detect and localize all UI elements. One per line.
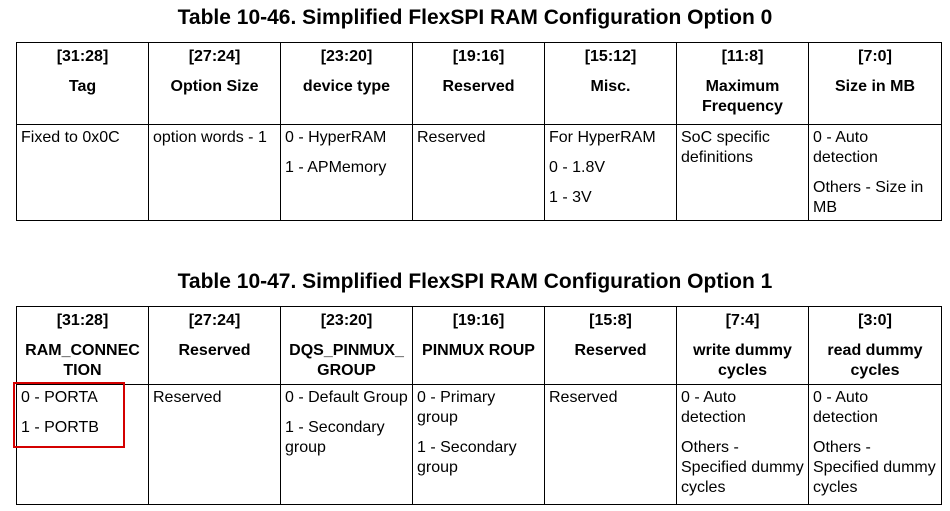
flexspi-ram-option0-table: [31:28] Tag [27:24] Option Size [23:20] dev… [16, 42, 942, 221]
bit-range: [11:8] [721, 48, 764, 65]
header-cell: [19:16] PINMUX ROUP [412, 306, 545, 385]
cell-text: 1 - 3V [549, 189, 592, 206]
cell-text: SoC specific definitions [681, 129, 770, 166]
bit-range: [31:28] [56, 48, 109, 65]
field-name: Tag [68, 78, 97, 95]
field-name: Reserved [442, 78, 515, 95]
cell-text: Fixed to 0x0C [21, 129, 120, 146]
table-cell: Reserved [412, 124, 545, 221]
bit-range: [27:24] [188, 48, 241, 65]
table-cell: 0 - PORTA 1 - PORTB [16, 384, 149, 505]
cell-text: 0 - Auto detection [681, 389, 746, 426]
table-cell: Reserved [148, 384, 281, 505]
table-cell: 0 - HyperRAM 1 - APMemory [280, 124, 413, 221]
table-10-47-title: Table 10-47. Simplified FlexSPI RAM Conf… [177, 270, 773, 293]
bit-range: [27:24] [188, 312, 241, 329]
field-name: device type [302, 78, 391, 95]
header-cell: [27:24] Option Size [148, 42, 281, 125]
cell-text: 1 - APMemory [285, 159, 387, 176]
table-cell: 0 - Primary group 1 - Secondary group [412, 384, 545, 505]
header-cell: [7:4] write dummy cycles [676, 306, 809, 385]
cell-text: 0 - Default Group [285, 389, 408, 406]
cell-text: option words - 1 [153, 129, 267, 146]
field-name: Reserved [574, 342, 647, 359]
header-cell: [27:24] Reserved [148, 306, 281, 385]
field-name: read dummy cycles [827, 342, 923, 379]
header-cell: [19:16] Reserved [412, 42, 545, 125]
field-name: Size in MB [834, 78, 915, 95]
table-cell: For HyperRAM 0 - 1.8V 1 - 3V [544, 124, 677, 221]
cell-text: Others - Size in MB [813, 179, 924, 216]
cell-text: Reserved [417, 129, 486, 146]
bit-range: [19:16] [452, 48, 505, 65]
cell-text: For HyperRAM [549, 129, 656, 146]
cell-text: Others - Specified dummy cycles [681, 439, 804, 496]
header-cell: [7:0] Size in MB [808, 42, 942, 125]
table-row: 0 - PORTA 1 - PORTB Reserved 0 - Default … [16, 384, 942, 505]
field-name: DQS_PINMUX_ GROUP [289, 342, 404, 379]
header-cell: [23:20] DQS_PINMUX_ GROUP [280, 306, 413, 385]
cell-text: 0 - Primary group [417, 389, 496, 426]
bit-range: [23:20] [320, 312, 373, 329]
ram-connection-highlight-box [13, 382, 125, 448]
field-name: Option Size [170, 78, 259, 95]
bit-range: [31:28] [56, 312, 109, 329]
bit-range: [7:0] [858, 48, 892, 65]
header-cell: [15:8] Reserved [544, 306, 677, 385]
header-cell: [15:12] Misc. [544, 42, 677, 125]
header-cell: [31:28] RAM_CONNEC TION [16, 306, 149, 385]
cell-text: 1 - Secondary group [285, 419, 385, 456]
table-cell: Reserved [544, 384, 677, 505]
bit-range: [19:16] [452, 312, 505, 329]
bit-range: [15:12] [584, 48, 637, 65]
field-name: RAM_CONNEC TION [25, 342, 140, 379]
field-name: Reserved [178, 342, 251, 359]
header-cell: [23:20] device type [280, 42, 413, 125]
field-name: Maximum Frequency [702, 78, 783, 115]
cell-text: 0 - HyperRAM [285, 129, 387, 146]
bit-range: [23:20] [320, 48, 373, 65]
cell-text: 1 - PORTB [21, 419, 99, 436]
cell-text: 0 - Auto detection [813, 129, 878, 166]
table-10-46-title: Table 10-46. Simplified FlexSPI RAM Conf… [177, 6, 773, 29]
header-cell: [11:8] Maximum Frequency [676, 42, 809, 125]
table-row: Fixed to 0x0C option words - 1 0 - Hyper… [16, 124, 942, 221]
table-header-row: [31:28] RAM_CONNEC TION [27:24] Reserved [… [16, 306, 942, 385]
flexspi-ram-option1-table: [31:28] RAM_CONNEC TION [27:24] Reserved [… [16, 306, 942, 505]
table-cell: Fixed to 0x0C [16, 124, 149, 221]
cell-text: Reserved [549, 389, 618, 406]
bit-range: [3:0] [858, 312, 892, 329]
cell-text: 0 - 1.8V [549, 159, 606, 176]
table-header-row: [31:28] Tag [27:24] Option Size [23:20] dev… [16, 42, 942, 125]
cell-text: Others - Specified dummy cycles [813, 439, 936, 496]
cell-text: 1 - Secondary group [417, 439, 517, 476]
table-cell: 0 - Default Group 1 - Secondary group [280, 384, 413, 505]
field-name: PINMUX ROUP [422, 342, 535, 359]
cell-text: 0 - PORTA [21, 389, 98, 406]
bit-range: [7:4] [725, 312, 760, 329]
cell-text: 0 - Auto detection [813, 389, 878, 426]
field-name: Misc. [590, 78, 631, 95]
bit-range: [15:8] [589, 312, 632, 329]
header-cell: [31:28] Tag [16, 42, 149, 125]
cell-text: Reserved [153, 389, 222, 406]
field-name: write dummy cycles [693, 342, 792, 379]
table-cell: SoC specific definitions [676, 124, 809, 221]
header-cell: [3:0] read dummy cycles [808, 306, 942, 385]
table-cell: option words - 1 [148, 124, 281, 221]
